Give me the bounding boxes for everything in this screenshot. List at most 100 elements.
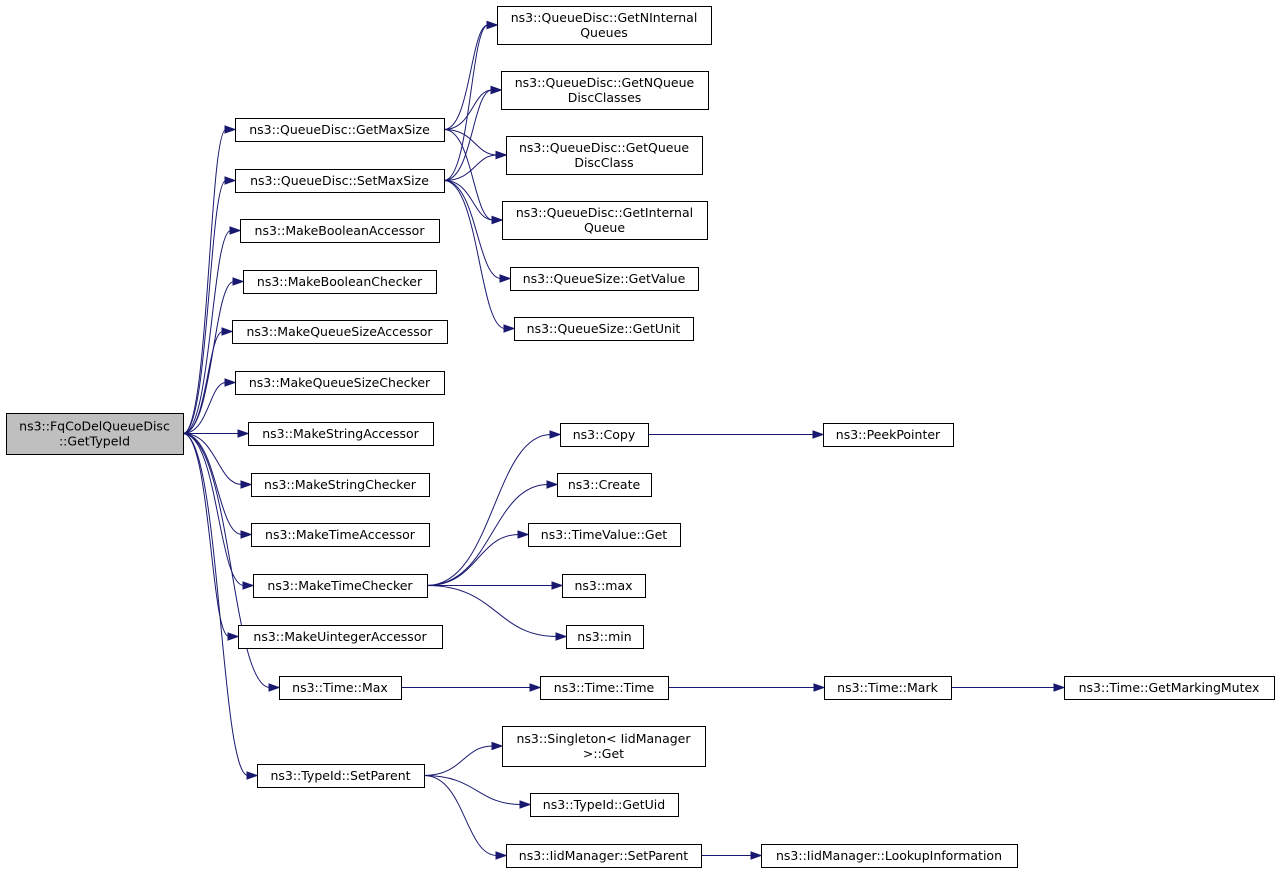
- arrowhead: [240, 530, 253, 539]
- node-label-line: ns3::TimeValue::Get: [541, 527, 668, 542]
- node-box: [232, 320, 448, 344]
- node-maketimechk[interactable]: ns3::MakeTimeChecker: [253, 574, 428, 598]
- node-iidsetparent[interactable]: ns3::IidManager::SetParent: [506, 844, 702, 868]
- arrowhead: [246, 771, 259, 780]
- node-box: [566, 625, 644, 649]
- edge-timetime-to-timemark: [667, 683, 826, 692]
- node-timevalueget[interactable]: ns3::TimeValue::Get: [528, 523, 681, 547]
- node-label-line: ns3::FqCoDelQueueDisc: [19, 419, 170, 434]
- edge-getmaxsize-to-getinternalq: [443, 129, 504, 225]
- node-getmarkingmutex[interactable]: ns3::Time::GetMarkingMutex: [1064, 676, 1275, 700]
- node-box: [560, 423, 649, 447]
- edge-line: [443, 24, 489, 181]
- node-box: [502, 201, 708, 240]
- node-makeboolchk[interactable]: ns3::MakeBooleanChecker: [243, 270, 437, 294]
- edge-line: [182, 433, 271, 688]
- node-min[interactable]: ns3::min: [566, 625, 644, 649]
- arrowhead: [549, 430, 562, 439]
- node-timetime[interactable]: ns3::Time::Time: [540, 676, 669, 700]
- edge-line: [443, 129, 498, 156]
- node-box: [506, 844, 702, 868]
- edge-setparent-to-singletonget: [423, 741, 504, 776]
- node-timemax[interactable]: ns3::Time::Max: [279, 676, 402, 700]
- edge-line: [182, 129, 227, 434]
- edge-maketimechk-to-max: [427, 581, 564, 590]
- node-create[interactable]: ns3::Create: [557, 473, 652, 497]
- node-setmaxsize[interactable]: ns3::QueueDisc::SetMaxSize: [235, 169, 445, 193]
- node-label-line: ns3::QueueSize::GetUnit: [527, 321, 681, 336]
- arrowhead: [242, 581, 255, 590]
- node-box: [514, 317, 694, 341]
- arrowhead: [812, 430, 825, 439]
- node-box: [235, 169, 445, 193]
- node-copy[interactable]: ns3::Copy: [560, 423, 649, 447]
- node-maketimeacc[interactable]: ns3::MakeTimeAccessor: [251, 523, 430, 547]
- node-timemark[interactable]: ns3::Time::Mark: [824, 676, 952, 700]
- edge-setmaxsize-to-getninternal: [443, 20, 499, 181]
- node-label-line: ns3::QueueDisc::SetMaxSize: [250, 173, 429, 188]
- node-box: [497, 6, 712, 45]
- node-root[interactable]: ns3::FqCoDelQueueDisc::GetTypeId: [6, 413, 184, 455]
- edge-root-to-makeboolacc: [182, 226, 242, 434]
- node-makeqsacc[interactable]: ns3::MakeQueueSizeAccessor: [232, 320, 448, 344]
- arrowhead: [499, 274, 512, 283]
- arrowhead: [486, 20, 499, 30]
- edge-line: [182, 433, 249, 776]
- edge-maketimechk-to-create: [426, 480, 559, 586]
- node-makestracc[interactable]: ns3::MakeStringAccessor: [248, 422, 434, 446]
- node-box: [562, 574, 646, 598]
- node-qsgetvalue[interactable]: ns3::QueueSize::GetValue: [510, 267, 699, 291]
- node-box: [251, 523, 430, 547]
- arrowhead: [813, 683, 826, 692]
- node-label-line: ns3::QueueDisc::GetInternal: [516, 205, 693, 220]
- node-label-line: ns3::IidManager::LookupInformation: [776, 848, 1002, 863]
- node-box: [251, 473, 430, 497]
- node-makestrchk[interactable]: ns3::MakeStringChecker: [251, 473, 430, 497]
- node-makeqschk[interactable]: ns3::MakeQueueSizeChecker: [235, 371, 445, 395]
- edge-setparent-to-getuid: [423, 775, 532, 809]
- node-makeuintacc[interactable]: ns3::MakeUintegerAccessor: [238, 625, 443, 649]
- node-label-line: ns3::max: [574, 578, 632, 593]
- node-getmaxsize[interactable]: ns3::QueueDisc::GetMaxSize: [235, 118, 445, 142]
- node-label-line: ns3::Time::Max: [292, 680, 388, 695]
- edge-timemax-to-timetime: [400, 683, 542, 692]
- edge-maketimechk-to-copy: [426, 430, 562, 586]
- arrowhead: [555, 632, 568, 641]
- node-getuid[interactable]: ns3::TypeId::GetUid: [530, 793, 679, 817]
- arrowhead: [495, 150, 508, 160]
- edge-line: [182, 180, 227, 434]
- arrowhead: [1053, 683, 1066, 692]
- edge-root-to-timemax: [182, 433, 281, 692]
- edge-setmaxsize-to-qsgetunit: [443, 180, 516, 333]
- node-box: [824, 676, 952, 700]
- node-lookupinfo[interactable]: ns3::IidManager::LookupInformation: [761, 844, 1018, 868]
- arrowhead: [232, 277, 245, 286]
- node-label-line: ns3::Time::GetMarkingMutex: [1079, 680, 1260, 695]
- node-label-line: ns3::TypeId::GetUid: [543, 797, 665, 812]
- edge-root-to-makeboolchk: [182, 277, 245, 434]
- edge-root-to-setmaxsize: [182, 176, 237, 434]
- node-box: [235, 371, 445, 395]
- edge-iidsetparent-to-lookupinfo: [700, 851, 763, 860]
- node-singletonget[interactable]: ns3::Singleton< IidManager>::Get: [502, 726, 706, 767]
- arrowhead: [495, 851, 508, 860]
- node-label-line: ns3::QueueDisc::GetQueue: [519, 140, 689, 155]
- node-setparent[interactable]: ns3::TypeId::SetParent: [257, 764, 425, 788]
- node-qsgetunit[interactable]: ns3::QueueSize::GetUnit: [514, 317, 694, 341]
- edge-line: [182, 331, 224, 434]
- node-box: [240, 219, 440, 243]
- edge-copy-to-peekpointer: [648, 430, 825, 439]
- edge-setmaxsize-to-getinternalq: [443, 180, 504, 225]
- node-max[interactable]: ns3::max: [562, 574, 646, 598]
- node-makeboolacc[interactable]: ns3::MakeBooleanAccessor: [240, 219, 440, 243]
- node-label-line: ns3::Time::Mark: [837, 680, 938, 695]
- edge-line: [182, 382, 227, 434]
- node-label-line: ns3::QueueSize::GetValue: [523, 271, 686, 286]
- node-peekpointer[interactable]: ns3::PeekPointer: [823, 423, 954, 447]
- node-box: [238, 625, 443, 649]
